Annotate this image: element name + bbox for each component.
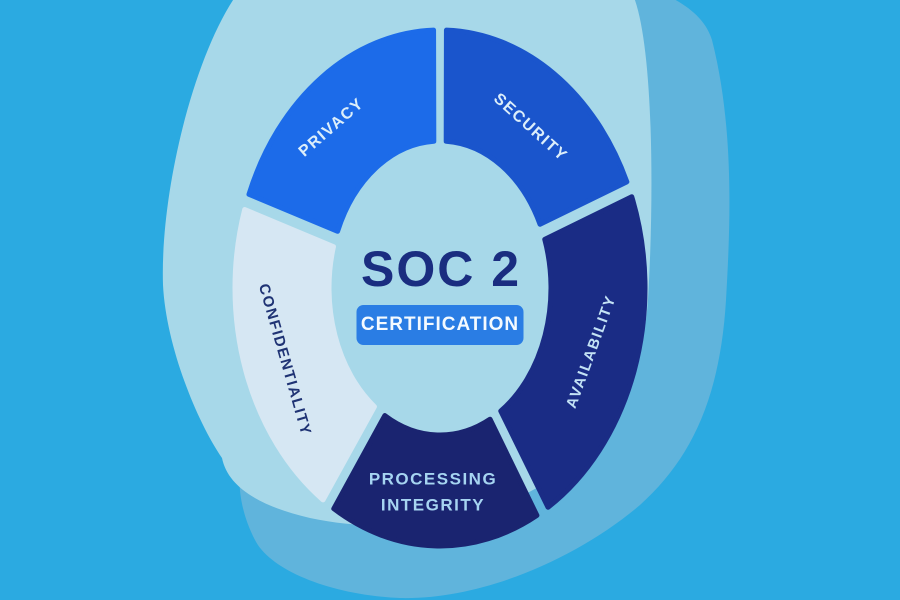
segment-processing-integrity [331,413,540,549]
main-title: SOC 2 [360,241,522,297]
segment-confidentiality [232,207,377,503]
segment-privacy [246,27,437,234]
certification-badge: CERTIFICATION [356,305,524,345]
segment-availability [498,194,648,510]
segment-security [443,27,630,227]
